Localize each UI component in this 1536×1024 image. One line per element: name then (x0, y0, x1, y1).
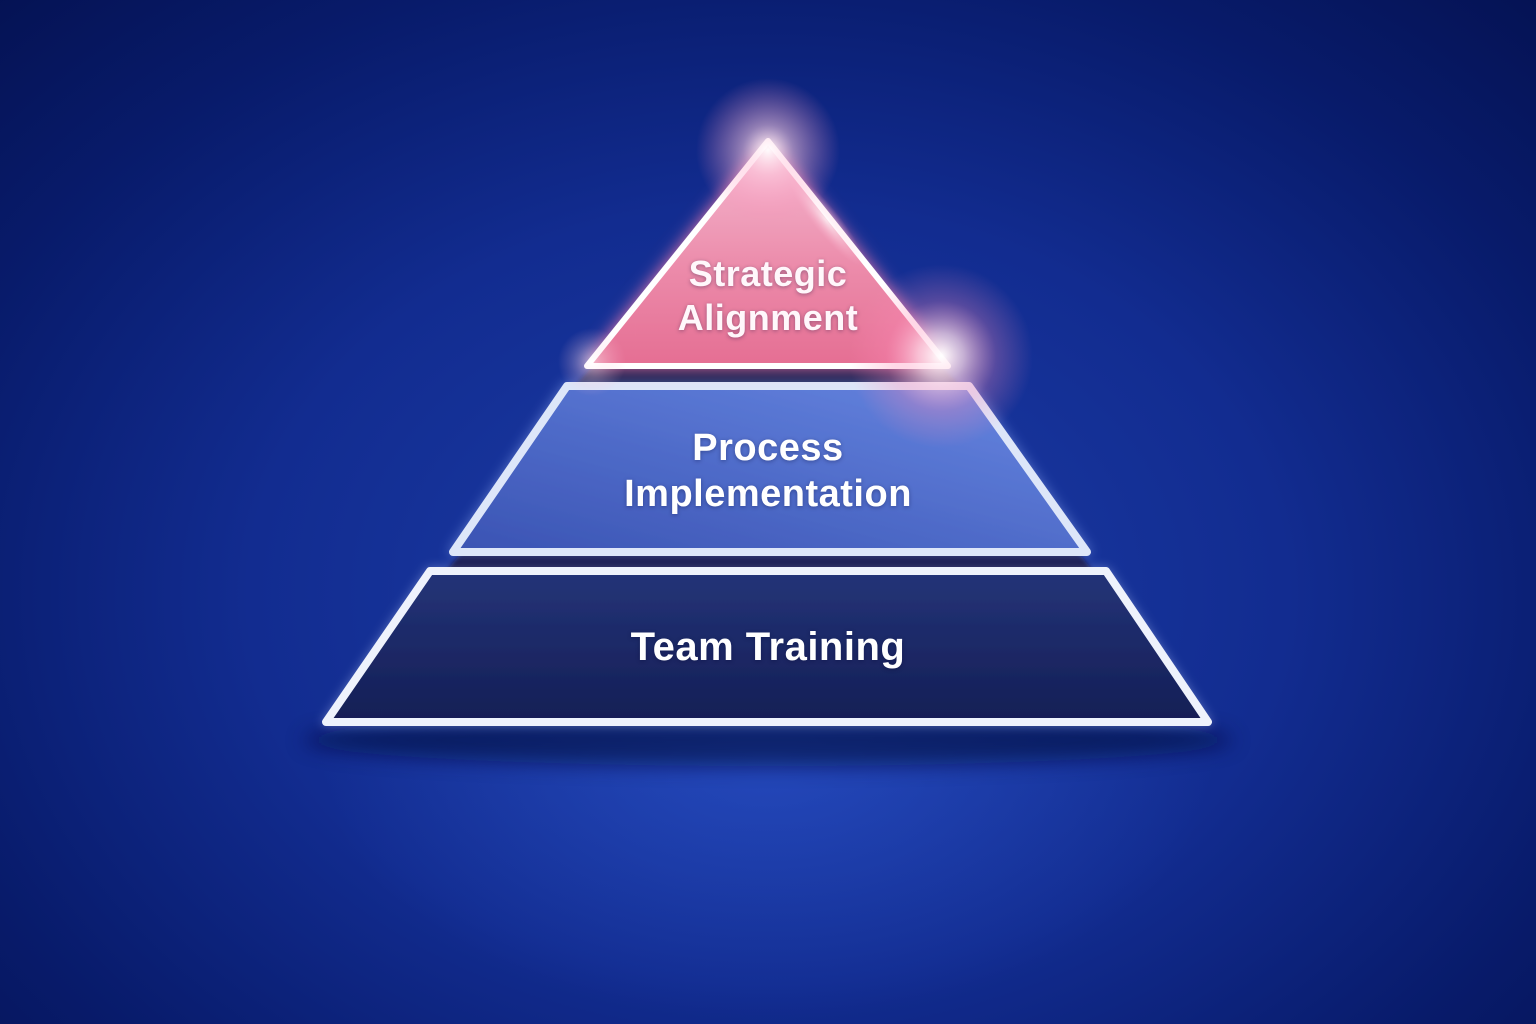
tier-3-label: Team Training (630, 625, 906, 669)
tier-1-label: Strategic Alignment (677, 253, 859, 338)
tier-2-label: Process Implementation (624, 427, 912, 515)
corner-flare (849, 264, 1033, 448)
edge-glint (788, 174, 864, 266)
pyramid-floor-shadow (303, 714, 1233, 766)
tier-3-shape (322, 567, 1212, 726)
left-corner-glint (558, 328, 626, 396)
